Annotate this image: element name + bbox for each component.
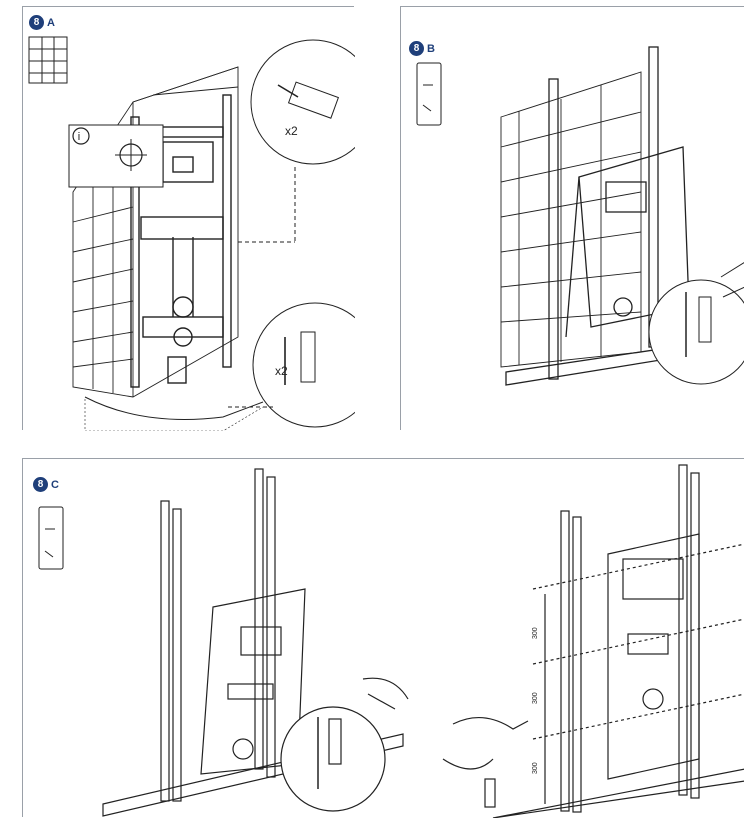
- dimension-label-1: 300: [532, 627, 539, 639]
- brick-block-icon: [28, 36, 68, 84]
- step-8b-panel: 8 B: [400, 6, 744, 430]
- plasterboard-icon: [38, 506, 64, 570]
- step-8c-illustration: 300 300 300: [38, 464, 744, 818]
- step-8b-label: 8 B: [409, 41, 435, 56]
- step-8a-panel: 8 A: [22, 6, 355, 431]
- step-8c-label: 8 C: [33, 477, 59, 492]
- callout-top-detail: [238, 39, 355, 243]
- quantity-label-top: x2: [285, 124, 298, 138]
- step-8a-illustration: i x2 x2: [28, 36, 355, 431]
- plasterboard-icon: [416, 62, 442, 126]
- quantity-label-bottom: x2: [275, 364, 288, 378]
- step-letter: A: [47, 16, 55, 29]
- installation-frame: [130, 94, 232, 388]
- info-symbol: i: [78, 131, 80, 143]
- step-number-badge: 8: [29, 15, 44, 30]
- brick-wall: [500, 71, 642, 368]
- brick-wall: [72, 66, 239, 398]
- info-inset: [68, 124, 164, 188]
- step-8b-illustration: [416, 46, 744, 386]
- step-letter: C: [51, 478, 59, 491]
- dimension-label-3: 300: [532, 762, 539, 774]
- step-8c-panel: 8 C: [22, 458, 744, 818]
- right-frame-assembly: [442, 464, 744, 818]
- step-number-badge: 8: [409, 41, 424, 56]
- step-letter: B: [427, 42, 435, 55]
- step-8a-label: 8 A: [29, 15, 55, 30]
- callout-bottom-detail: [228, 302, 355, 428]
- step-number-badge: 8: [33, 477, 48, 492]
- left-frame-assembly: [102, 468, 409, 817]
- callout-screw-detail: [648, 262, 744, 385]
- dimension-label-2: 300: [532, 692, 539, 704]
- floor-surface: [84, 396, 264, 420]
